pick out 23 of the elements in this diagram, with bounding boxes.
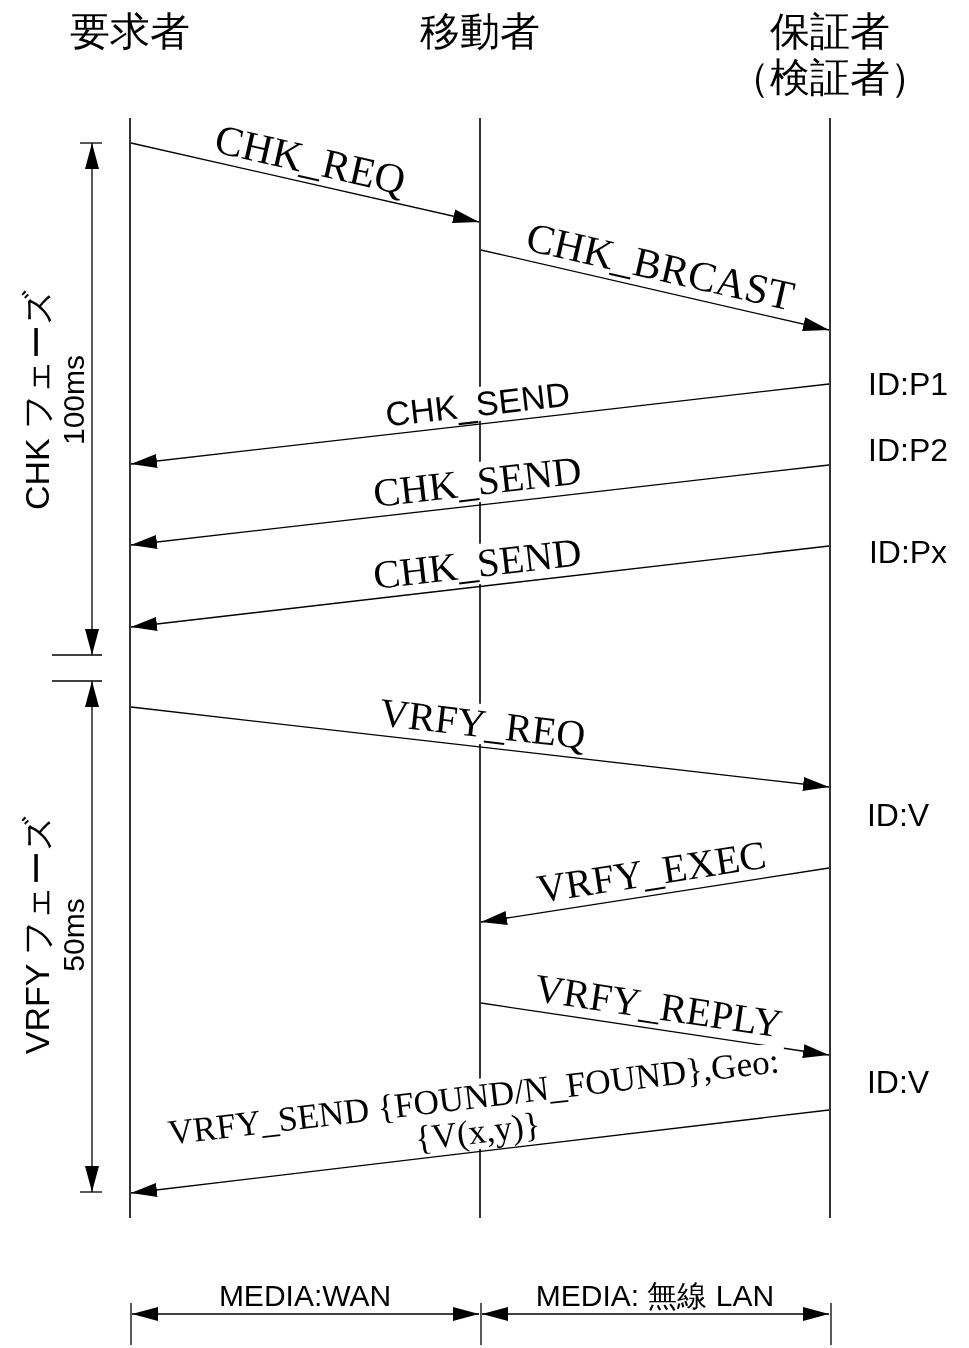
participant-label: 移動者 — [419, 8, 541, 54]
message-arrow — [130, 383, 830, 468]
duration-label: 100ms — [57, 355, 91, 445]
message-arrow — [130, 142, 480, 224]
dimension-label: MEDIA: 無線 LAN — [535, 1277, 775, 1314]
id-label: ID:Px — [868, 533, 948, 571]
message-arrow — [480, 867, 830, 925]
dimension-label: MEDIA:WAN — [218, 1279, 392, 1313]
message-arrow — [130, 706, 830, 791]
phase-label: CHK フェーズ — [17, 289, 57, 511]
id-label: ID:P1 — [868, 365, 948, 403]
participant-label: 要求者 — [69, 8, 191, 54]
id-label: ID:P2 — [868, 431, 948, 469]
message-arrow — [480, 249, 830, 331]
message-arrow — [130, 1109, 830, 1197]
message-arrow — [480, 1002, 830, 1059]
duration-label: 50ms — [57, 898, 91, 972]
message-arrow — [130, 464, 830, 549]
id-label: ID:V — [866, 1063, 930, 1101]
participant-label: 保証者（検証者） — [729, 8, 931, 100]
phase-label: VRFY フェーズ — [17, 815, 57, 1055]
id-label: ID:V — [866, 796, 930, 834]
message-arrow — [130, 545, 830, 631]
